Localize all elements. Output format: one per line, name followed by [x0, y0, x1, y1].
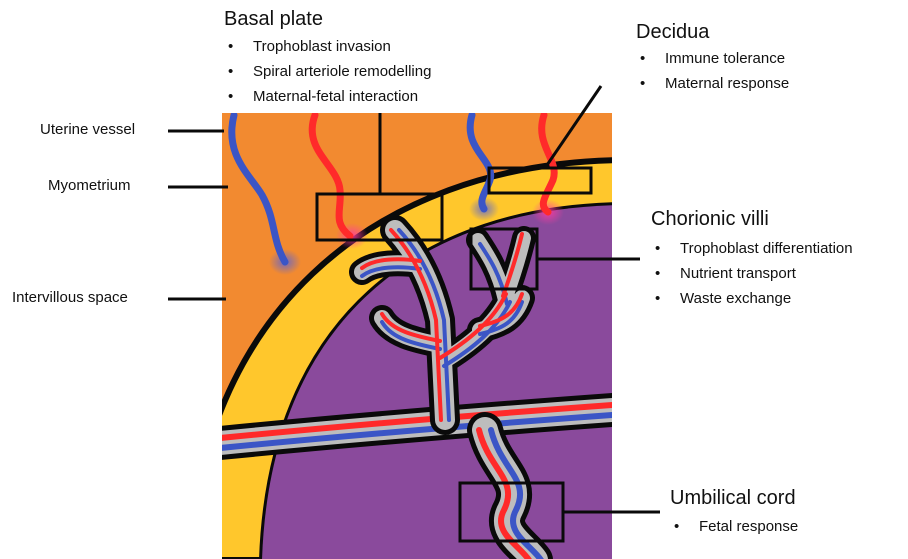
basal-plate-bullets: Trophoblast invasion Spiral arteriole re…	[224, 34, 431, 109]
umbilical-cord-bullets: Fetal response	[670, 514, 798, 539]
decidua-bullets: Immune tolerance Maternal response	[636, 46, 789, 96]
bullet-item: Immune tolerance	[636, 46, 789, 71]
umbilical-cord-title: Umbilical cord	[670, 487, 796, 510]
intervillous-space-label: Intervillous space	[12, 289, 128, 306]
bullet-item: Maternal response	[636, 71, 789, 96]
bullet-item: Nutrient transport	[651, 261, 853, 286]
bullet-item: Waste exchange	[651, 286, 853, 311]
uterine-vessel-label: Uterine vessel	[40, 121, 135, 138]
bullet-item: Maternal-fetal interaction	[224, 84, 431, 109]
bullet-item: Trophoblast differentiation	[651, 236, 853, 261]
bullet-item: Fetal response	[670, 514, 798, 539]
bullet-item: Trophoblast invasion	[224, 34, 431, 59]
basal-plate-title: Basal plate	[224, 8, 323, 31]
chorionic-villi-title: Chorionic villi	[651, 208, 769, 231]
chorionic-villi-bullets: Trophoblast differentiation Nutrient tra…	[651, 236, 853, 311]
myometrium-label: Myometrium	[48, 177, 131, 194]
bullet-item: Spiral arteriole remodelling	[224, 59, 431, 84]
decidua-title: Decidua	[636, 21, 709, 44]
